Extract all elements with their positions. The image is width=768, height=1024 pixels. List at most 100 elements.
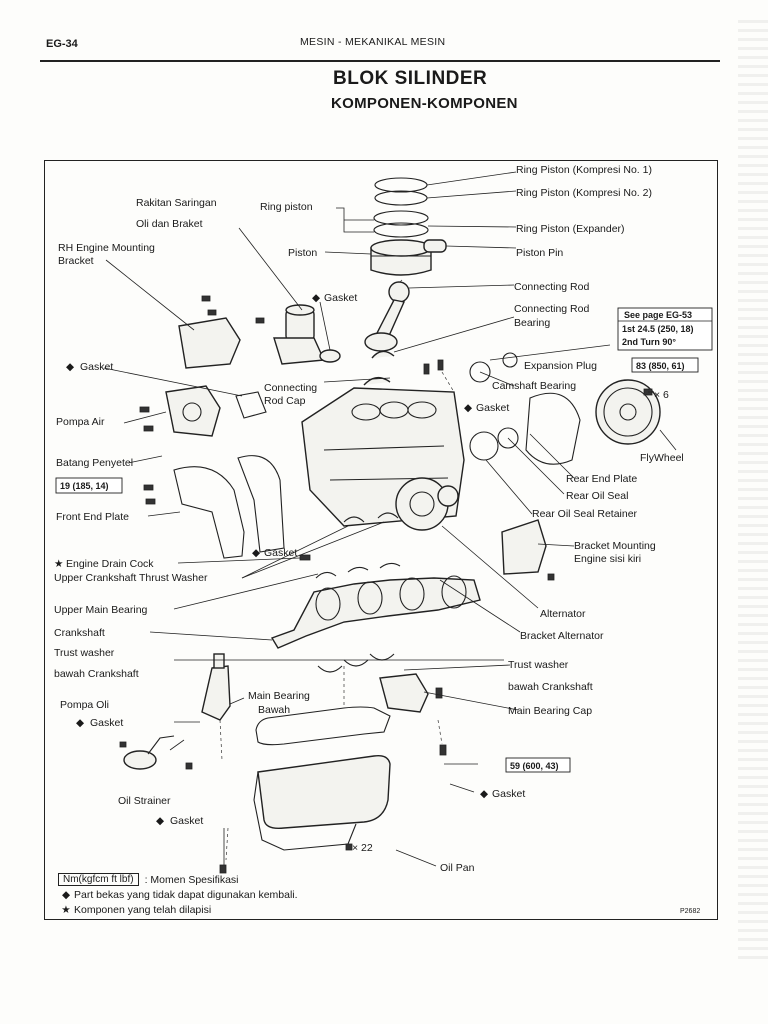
upper-main-bearing-drawing-2 <box>347 566 369 573</box>
oil-pan-drawing <box>253 706 391 851</box>
symbol-gasket-strainer: ◆ <box>156 815 165 827</box>
label-upper-main-bearing: Upper Main Bearing <box>54 604 148 616</box>
label-gasket-block: Gasket <box>476 402 509 414</box>
torque-end-plate: 19 (185, 14) <box>60 481 109 491</box>
label-gasket-front: Gasket <box>264 547 297 559</box>
legend: Nm(kgfcm ft lbf) : Momen Spesifikasi ◆ P… <box>58 872 298 917</box>
figure-code: P2682 <box>680 908 701 915</box>
label-bracket-mount-left-1: Bracket Mounting <box>574 540 656 552</box>
label-conrod-cap-2: Rod Cap <box>264 395 306 407</box>
diagram-frame <box>44 160 718 920</box>
diamond-icon: ◆ <box>61 888 71 901</box>
label-rear-end-plate: Rear End Plate <box>566 473 637 485</box>
label-ring-piston-expander: Ring Piston (Expander) <box>516 223 625 235</box>
upper-thrust-washer-drawing-2 <box>377 512 399 519</box>
label-conrod-bearing-2: Bearing <box>514 317 550 329</box>
torque-box-end-plate: 19 (185, 14) <box>55 477 123 494</box>
legend-unit-box: Nm(kgfcm ft lbf) <box>58 873 139 886</box>
label-upper-thrust-washer: Upper Crankshaft Thrust Washer <box>54 572 208 584</box>
header-rule <box>40 60 720 62</box>
symbol-engine-drain-cock: ★ <box>54 558 64 570</box>
label-ring-piston-2: Ring Piston (Kompresi No. 2) <box>516 187 652 199</box>
part-labels: Ring Piston (Kompresi No. 1) Ring Piston… <box>54 164 684 874</box>
flywheel-drawing <box>595 379 661 445</box>
symbol-gasket-block: ◆ <box>464 402 473 414</box>
crankshaft-drawing <box>270 575 481 649</box>
water-pump-drawing <box>165 385 221 437</box>
legend-torque-unit: Nm(kgfcm ft lbf) : Momen Spesifikasi <box>58 872 298 887</box>
label-expansion-plug: Expansion Plug <box>524 360 597 372</box>
label-gasket-pan: Gasket <box>492 788 525 800</box>
front-end-plate-drawing <box>173 466 245 559</box>
lower-main-bearing-drawing-2 <box>343 659 369 667</box>
bolt-markers <box>119 295 653 874</box>
label-pompa-oli: Pompa Oli <box>60 699 109 711</box>
lower-main-bearing-drawing <box>317 665 343 673</box>
label-oil-filter-bracket-2: Oli dan Braket <box>136 218 203 230</box>
torque-main-cap: 59 (600, 43) <box>510 761 559 771</box>
label-rh-mount-2: Bracket <box>58 255 94 267</box>
label-engine-drain-cock: Engine Drain Cock <box>66 558 154 570</box>
section-title: BLOK SILINDER <box>333 68 488 89</box>
star-icon: ★ <box>61 903 71 916</box>
label-main-bearing-lower-1: Main Bearing <box>248 690 310 702</box>
label-ring-piston-group: Ring piston <box>260 201 313 213</box>
main-bearing-cap-drawing <box>379 673 429 713</box>
lh-mount-bracket-drawing <box>501 519 547 575</box>
expansion-plug-drawing <box>502 352 518 368</box>
label-connecting-rod: Connecting Rod <box>514 281 589 293</box>
torque-box-main-cap: 59 (600, 43) <box>505 757 571 773</box>
symbol-gasket-pan: ◆ <box>480 788 489 800</box>
conrod-cap-drawing <box>363 377 391 386</box>
rear-oil-seal-retainer-drawing <box>469 431 499 461</box>
label-piston-pin: Piston Pin <box>516 247 563 259</box>
label-bracket-mount-left-2: Engine sisi kiri <box>574 553 641 565</box>
piston-pin-drawing <box>423 239 447 253</box>
label-front-end-plate: Front End Plate <box>56 511 129 523</box>
oil-strainer-drawing <box>123 735 175 770</box>
label-oil-filter-bracket-1: Rakitan Saringan <box>136 197 217 209</box>
oil-pump-drawing <box>201 653 231 721</box>
label-crankshaft: Crankshaft <box>54 627 105 639</box>
label-rear-oil-seal: Rear Oil Seal <box>566 490 628 502</box>
torque-box-conrod: See page EG-53 1st 24.5 (250, 18) 2nd Tu… <box>617 307 713 351</box>
legend-non-reusable: ◆ Part bekas yang tidak dapat digunakan … <box>58 887 298 902</box>
label-batang-penyetel: Batang Penyetel <box>56 457 133 469</box>
piston-drawing <box>370 239 432 276</box>
connecting-rod-drawing <box>364 281 410 352</box>
scan-edge-artifact <box>738 20 768 960</box>
label-main-bearing-cap: Main Bearing Cap <box>508 705 592 717</box>
label-ring-piston-1: Ring Piston (Kompresi No. 1) <box>516 164 652 176</box>
page-code: EG-34 <box>46 38 78 50</box>
alternator-drawing <box>395 477 459 531</box>
torque-first-stage: 1st 24.5 (250, 18) <box>622 324 694 334</box>
section-subtitle: KOMPONEN-KOMPONEN <box>331 95 518 112</box>
label-conrod-cap-1: Connecting <box>264 382 317 394</box>
running-title: MESIN - MEKANIKAL MESIN <box>300 36 446 48</box>
label-piston: Piston <box>288 247 317 259</box>
legend-precoated: ★ Komponen yang telah dilapisi <box>58 902 298 917</box>
torque-second-stage: 2nd Turn 90° <box>622 337 676 347</box>
label-gasket-strainer: Gasket <box>170 815 203 827</box>
label-rear-oil-seal-retainer: Rear Oil Seal Retainer <box>532 508 638 520</box>
torque-box-flywheel: 83 (850, 61) <box>631 357 699 373</box>
piston-rings <box>373 177 429 238</box>
oil-filter-drawing <box>273 304 341 365</box>
dashed-assembly-lines <box>219 279 455 861</box>
label-alternator: Alternator <box>540 608 586 620</box>
legend-non-reusable-text: Part bekas yang tidak dapat digunakan ke… <box>74 888 298 901</box>
symbol-gasket-front: ◆ <box>252 547 261 559</box>
label-pan-bolt-count: × 22 <box>352 842 373 854</box>
label-trust-washer-l2: bawah Crankshaft <box>54 668 139 680</box>
rear-oil-seal-drawing <box>497 427 519 449</box>
legend-precoated-text: Komponen yang telah dilapisi <box>74 903 212 916</box>
label-pompa-air: Pompa Air <box>56 416 105 428</box>
label-camshaft-bearing: Camshaft Bearing <box>492 380 576 392</box>
label-flywheel: FlyWheel <box>640 452 684 464</box>
label-gasket-pump: Gasket <box>80 361 113 373</box>
upper-main-bearing-drawing-3 <box>379 562 401 569</box>
symbol-gasket-pompa-oli: ◆ <box>76 717 85 729</box>
pump-gasket-drawing <box>235 391 267 419</box>
leader-lines <box>103 171 677 867</box>
upper-thrust-washer-drawing <box>343 516 365 523</box>
